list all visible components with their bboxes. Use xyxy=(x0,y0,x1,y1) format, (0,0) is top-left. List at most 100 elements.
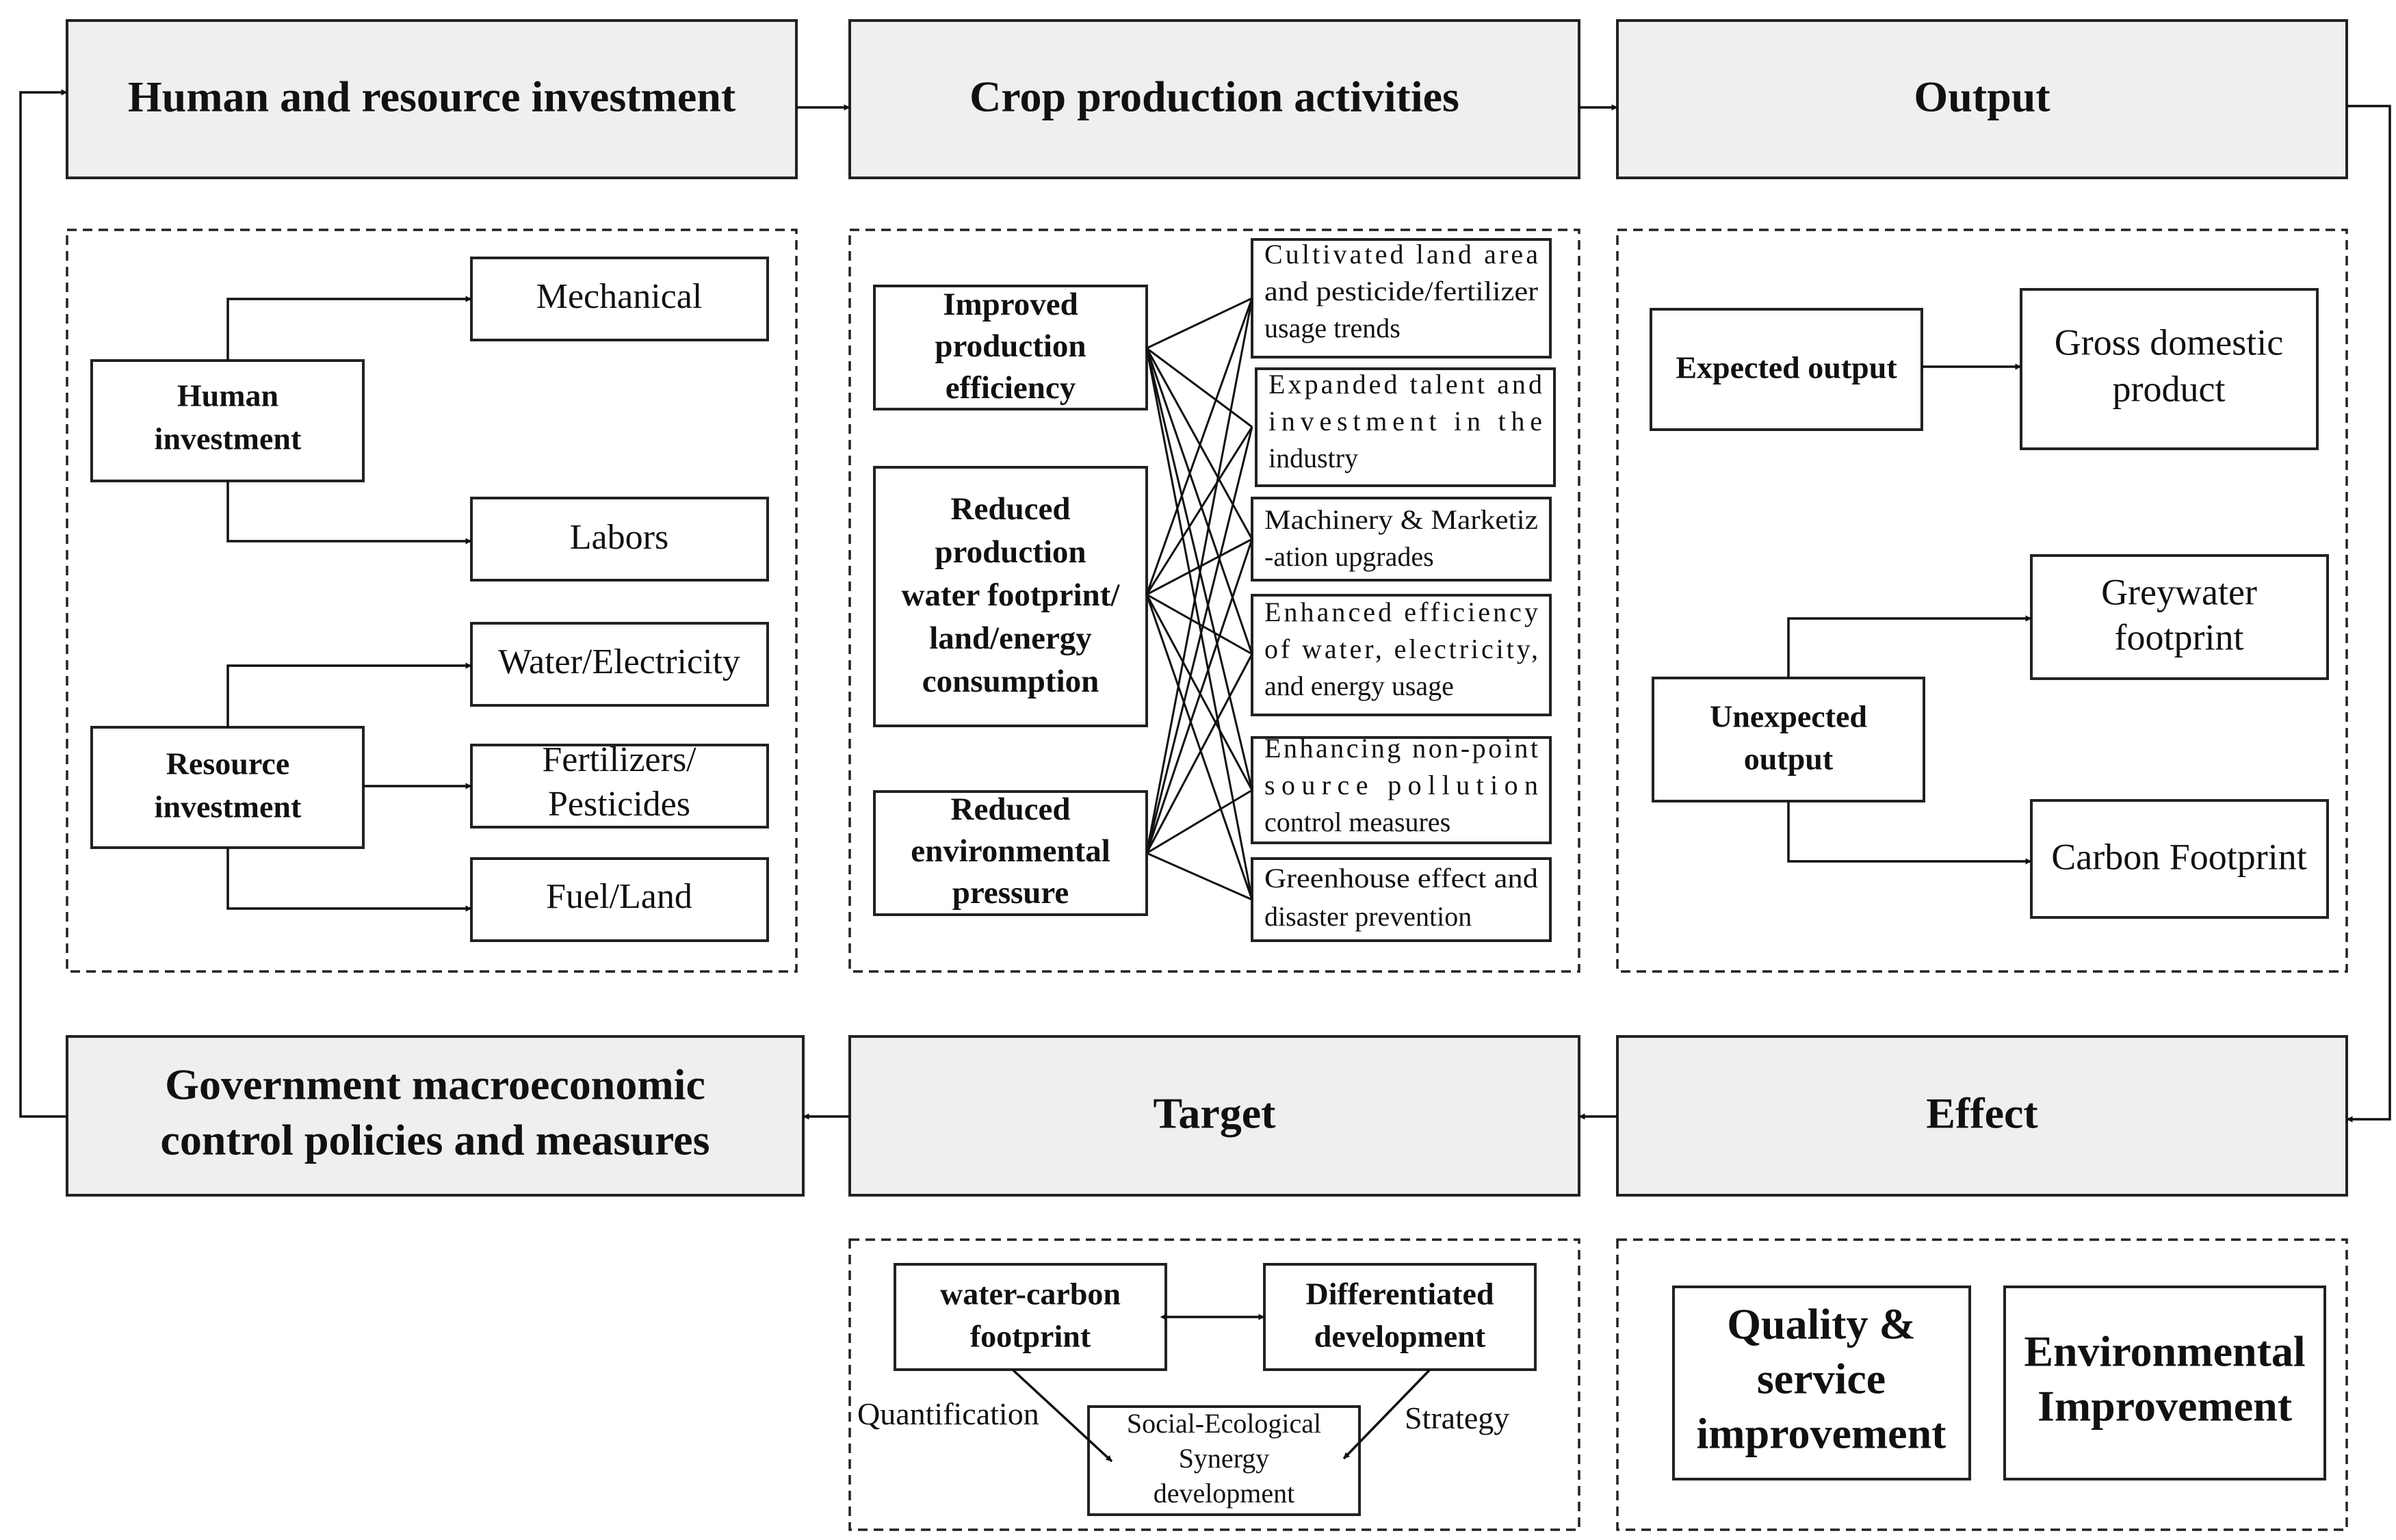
connector-goal-1-measure-4 xyxy=(1145,348,1253,655)
goal-2-line-3: water footprint/ xyxy=(902,577,1121,613)
fertilizers-line-2: Pesticides xyxy=(548,785,690,824)
panel-investment xyxy=(66,229,798,973)
measure-2-line-3: industry xyxy=(1268,443,1358,473)
connector-goal-3-measure-1 xyxy=(1145,298,1253,854)
connector-goal-3-measure-3 xyxy=(1145,538,1253,854)
resource-investment-line-1: Resource xyxy=(166,746,290,781)
goal-2-line-5: consumption xyxy=(922,664,1099,699)
mechanical-label: Mechanical xyxy=(536,277,703,316)
goal-2-line-2: production xyxy=(935,534,1086,570)
goal-2-line-4: land/energy xyxy=(929,621,1092,656)
differentiated-line-1: Differentiated xyxy=(1305,1277,1494,1311)
header-target: Target xyxy=(848,1035,1580,1197)
carbon-footprint-box: Carbon Footprint xyxy=(2030,799,2329,919)
arrow-strategy xyxy=(1342,1368,1431,1460)
connector-goal-2-measure-6 xyxy=(1145,594,1253,900)
carbon-footprint-label: Carbon Footprint xyxy=(2051,836,2307,877)
measure-4-line-2: of water, electricity, xyxy=(1264,634,1538,664)
quality-line-3: improvement xyxy=(1697,1409,1947,1458)
water-carbon-line-2: footprint xyxy=(970,1319,1091,1354)
header-government-line-2: control policies and measures xyxy=(161,1116,710,1164)
expected-output-box: Expected output xyxy=(1650,308,1923,431)
gdp-line-1: Gross domestic xyxy=(2055,322,2283,363)
environmental-line-1: Environmental xyxy=(2024,1327,2305,1376)
measure-non-point-pollution: Enhancing non-point source pollution con… xyxy=(1251,733,1552,844)
goal-reduced-pressure: Reduced environmental pressure xyxy=(873,790,1148,916)
measure-1-line-2: and pesticide/fertilizer xyxy=(1264,276,1538,306)
connector-goal-1-measure-5 xyxy=(1145,348,1253,791)
panel-target xyxy=(848,1238,1580,1531)
connector-goal-2-measure-2 xyxy=(1145,426,1253,595)
arrow-to-labors xyxy=(226,481,472,545)
connector-goal-2-measure-4 xyxy=(1146,593,1253,655)
measure-enhanced-efficiency: Enhanced efficiency of water, electricit… xyxy=(1251,594,1552,716)
fuel-land-box: Fuel/Land xyxy=(470,857,769,942)
labors-box: Labors xyxy=(470,497,769,582)
synergy-box: Social-Ecological Synergy development xyxy=(1087,1405,1361,1516)
connector-goal-3-measure-5 xyxy=(1146,789,1253,854)
water-electricity-label: Water/Electricity xyxy=(498,642,740,681)
goal-3-line-3: pressure xyxy=(952,875,1069,911)
measure-4-line-3: and energy usage xyxy=(1264,670,1454,701)
header-output-label: Output xyxy=(1914,73,2050,121)
human-investment-line-2: investment xyxy=(155,421,302,456)
measure-expanded-talent: Expanded talent and investment in the in… xyxy=(1255,367,1556,487)
human-investment-box: Human investment xyxy=(90,359,365,482)
header-effect: Effect xyxy=(1616,1035,2348,1197)
connector-goal-2-measure-5 xyxy=(1145,594,1253,791)
measure-5-line-3: control measures xyxy=(1264,807,1450,837)
arrow-to-carbon xyxy=(1787,801,2032,865)
connector-goal-1-measure-2 xyxy=(1146,347,1253,428)
connector-goal-3-measure-2 xyxy=(1145,426,1253,854)
measure-1-line-3: usage trends xyxy=(1264,313,1401,343)
arrow-to-mechanical xyxy=(226,296,472,361)
water-carbon-box: water-carbon footprint xyxy=(894,1263,1167,1371)
goal-1-line-1: Improved xyxy=(943,287,1078,322)
greywater-box: Greywater footprint xyxy=(2030,554,2329,680)
panel-effect xyxy=(1616,1238,2348,1531)
measure-6-line-1: Greenhouse effect and xyxy=(1264,863,1538,893)
arrow-to-fuel-land xyxy=(226,848,472,912)
connector-goal-3-measure-4 xyxy=(1145,653,1253,854)
measure-6-line-2: disaster prevention xyxy=(1264,901,1472,932)
quality-service-box: Quality & service improvement xyxy=(1672,1285,1971,1480)
gdp-line-2: product xyxy=(2113,368,2226,409)
goal-3-line-1: Reduced xyxy=(951,792,1071,827)
expected-output-label: Expected output xyxy=(1676,350,1897,385)
differentiated-line-2: development xyxy=(1314,1319,1486,1354)
arrow-quantification xyxy=(1011,1368,1113,1463)
measure-4-line-1: Enhanced efficiency xyxy=(1264,597,1538,627)
header-government-line-1: Government macroeconomic xyxy=(165,1060,705,1109)
goal-1-line-3: efficiency xyxy=(946,370,1076,406)
fertilizers-line-1: Fertilizers/ xyxy=(542,740,696,779)
environmental-line-2: Improvement xyxy=(2037,1382,2293,1431)
fuel-land-label: Fuel/Land xyxy=(546,877,692,916)
connector-goal-2-measure-1 xyxy=(1145,298,1253,595)
arrow-output-to-effect xyxy=(2346,105,2391,1123)
quantification-label: Quantification xyxy=(857,1396,1039,1431)
connector-goal-1-measure-1 xyxy=(1146,297,1253,350)
measure-3-line-2: -ation upgrades xyxy=(1264,541,1434,572)
header-target-label: Target xyxy=(1154,1089,1277,1138)
strategy-label: Strategy xyxy=(1405,1400,1509,1435)
measure-3-line-1: Machinery & Marketiz xyxy=(1264,504,1538,535)
unexpected-output-line-2: output xyxy=(1744,742,1834,776)
synergy-line-2: Synergy xyxy=(1179,1443,1270,1474)
measure-2-line-1: Expanded talent and xyxy=(1268,369,1542,400)
header-effect-label: Effect xyxy=(1926,1089,2038,1138)
greywater-line-2: footprint xyxy=(2115,616,2244,657)
arrow-to-greywater xyxy=(1787,615,2032,678)
environmental-improvement-box: Environmental Improvement xyxy=(2003,1285,2326,1480)
measure-machinery: Machinery & Marketiz -ation upgrades xyxy=(1251,497,1552,582)
measure-cultivated-land: Cultivated land area and pesticide/ferti… xyxy=(1251,238,1552,358)
panel-activities xyxy=(848,229,1580,973)
resource-investment-box: Resource investment xyxy=(90,726,365,849)
differentiated-box: Differentiated development xyxy=(1263,1263,1537,1371)
goal-1-line-2: production xyxy=(935,328,1086,364)
connector-goal-3-measure-6 xyxy=(1146,852,1253,901)
greywater-line-1: Greywater xyxy=(2101,571,2257,612)
labors-label: Labors xyxy=(570,518,668,557)
panel-output xyxy=(1616,229,2348,973)
water-carbon-line-1: water-carbon xyxy=(940,1277,1121,1311)
